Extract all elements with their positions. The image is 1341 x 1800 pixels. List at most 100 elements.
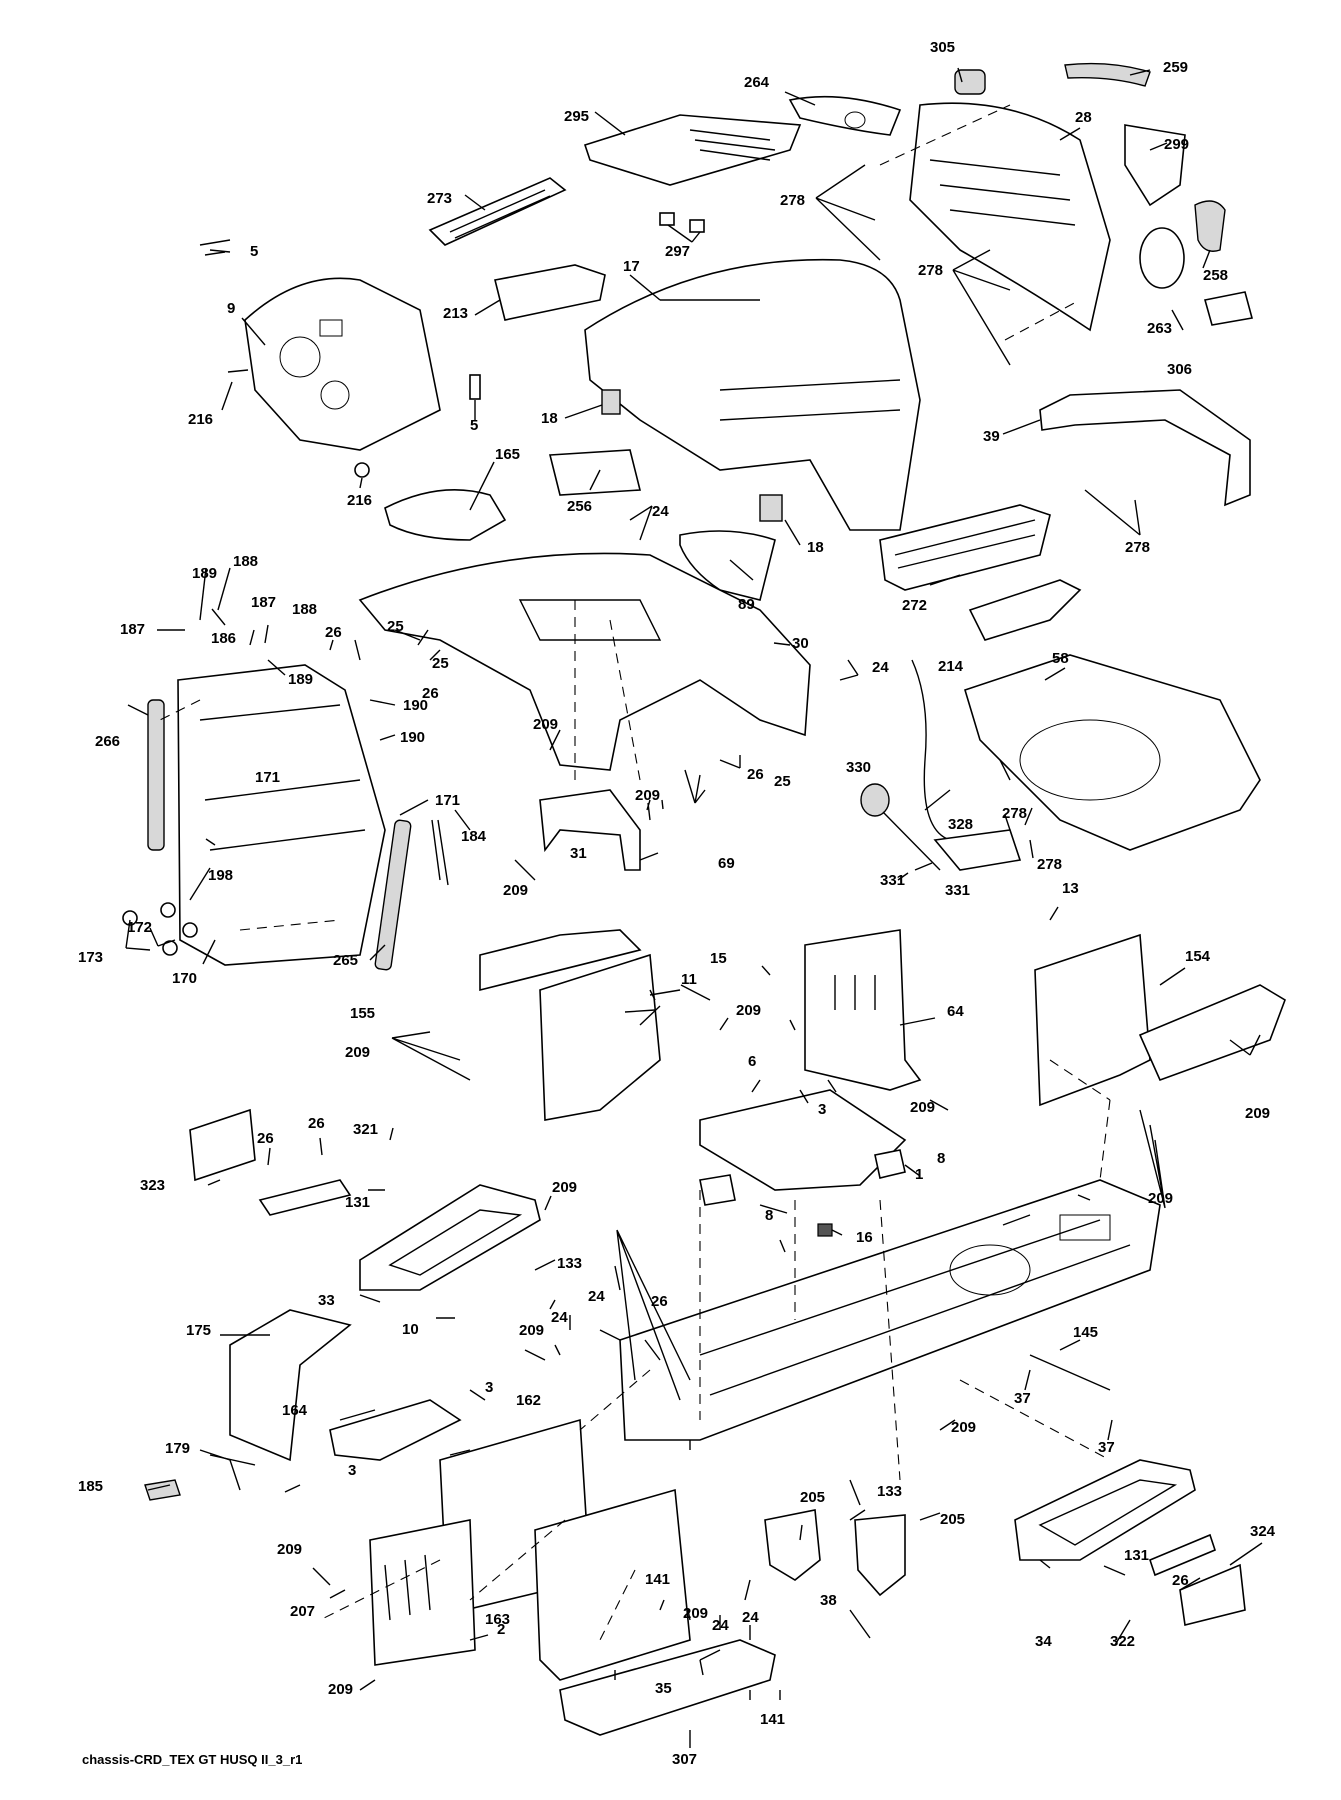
label-24c: 24 xyxy=(588,1288,605,1305)
label-24b: 24 xyxy=(872,659,889,676)
label-278a: 278 xyxy=(780,192,805,209)
label-2: 2 xyxy=(497,1621,505,1638)
label-188a: 188 xyxy=(233,553,258,570)
label-299: 299 xyxy=(1164,136,1189,153)
label-170: 170 xyxy=(172,970,197,987)
label-171a: 171 xyxy=(255,769,280,786)
label-209d: 209 xyxy=(736,1002,761,1019)
label-69: 69 xyxy=(718,855,735,872)
label-259: 259 xyxy=(1163,59,1188,76)
label-64: 64 xyxy=(947,1003,964,1020)
label-266: 266 xyxy=(95,733,120,750)
label-141a: 141 xyxy=(645,1571,670,1588)
label-155: 155 xyxy=(350,1005,375,1022)
label-188b: 188 xyxy=(292,601,317,618)
label-321: 321 xyxy=(353,1121,378,1138)
label-11: 11 xyxy=(681,971,697,988)
label-165: 165 xyxy=(495,446,520,463)
label-37b: 37 xyxy=(1098,1439,1115,1456)
label-258: 258 xyxy=(1203,267,1228,284)
label-214: 214 xyxy=(938,658,964,675)
label-26d: 26 xyxy=(308,1115,325,1132)
label-3c: 3 xyxy=(348,1462,356,1479)
label-323: 323 xyxy=(140,1177,165,1194)
label-3a: 3 xyxy=(818,1101,826,1118)
label-141b: 141 xyxy=(760,1711,785,1728)
leader-lines xyxy=(125,67,1263,1748)
label-263: 263 xyxy=(1147,320,1172,337)
label-131a: 131 xyxy=(345,1194,370,1211)
label-26b: 26 xyxy=(422,685,439,702)
label-16: 16 xyxy=(856,1229,873,1246)
label-209f: 209 xyxy=(910,1099,935,1116)
label-30: 30 xyxy=(792,635,809,652)
label-295: 295 xyxy=(564,108,589,125)
label-31: 31 xyxy=(570,845,587,862)
label-330: 330 xyxy=(846,759,871,776)
label-37a: 37 xyxy=(1014,1390,1031,1407)
label-324: 324 xyxy=(1250,1523,1276,1540)
label-190a: 190 xyxy=(403,697,428,714)
label-24d: 24 xyxy=(551,1309,568,1326)
label-10: 10 xyxy=(402,1321,419,1338)
label-25c: 25 xyxy=(774,773,791,790)
label-216a: 216 xyxy=(188,411,213,428)
label-26c: 26 xyxy=(747,766,764,783)
label-278b: 278 xyxy=(918,262,943,279)
label-28: 28 xyxy=(1075,109,1092,126)
label-172: 172 xyxy=(127,919,152,936)
label-26e: 26 xyxy=(257,1130,274,1147)
label-9: 9 xyxy=(227,300,235,317)
label-145: 145 xyxy=(1073,1324,1098,1341)
label-205b: 205 xyxy=(940,1511,965,1528)
label-175: 175 xyxy=(186,1322,211,1339)
label-322: 322 xyxy=(1110,1633,1135,1650)
label-297: 297 xyxy=(665,243,690,260)
label-26a: 26 xyxy=(325,624,342,641)
label-24e: 24 xyxy=(712,1617,729,1634)
label-264: 264 xyxy=(744,74,770,91)
label-213: 213 xyxy=(443,305,468,322)
label-89: 89 xyxy=(738,596,755,613)
label-5b: 5 xyxy=(470,417,478,434)
label-331a: 331 xyxy=(880,872,905,889)
label-184: 184 xyxy=(461,828,487,845)
label-328: 328 xyxy=(948,816,973,833)
label-189a: 189 xyxy=(192,565,217,582)
label-185: 185 xyxy=(78,1478,103,1495)
label-216b: 216 xyxy=(347,492,372,509)
label-164: 164 xyxy=(282,1402,308,1419)
label-209h: 209 xyxy=(552,1179,577,1196)
label-209j: 209 xyxy=(519,1322,544,1339)
label-25a: 25 xyxy=(387,618,404,635)
label-209i: 209 xyxy=(1148,1190,1173,1207)
label-154: 154 xyxy=(1185,948,1211,965)
label-179: 179 xyxy=(165,1440,190,1457)
label-58: 58 xyxy=(1052,650,1069,667)
label-209e: 209 xyxy=(345,1044,370,1061)
label-190b: 190 xyxy=(400,729,425,746)
label-38: 38 xyxy=(820,1592,837,1609)
label-1: 1 xyxy=(915,1166,923,1183)
part-shapes xyxy=(122,62,1286,1736)
label-8b: 8 xyxy=(765,1207,773,1224)
label-17: 17 xyxy=(623,258,640,275)
label-171b: 171 xyxy=(435,792,460,809)
label-187b: 187 xyxy=(251,594,276,611)
label-33: 33 xyxy=(318,1292,335,1309)
label-209b: 209 xyxy=(635,787,660,804)
label-256: 256 xyxy=(567,498,592,515)
label-272: 272 xyxy=(902,597,927,614)
label-3b: 3 xyxy=(485,1379,493,1396)
label-187a: 187 xyxy=(120,621,145,638)
label-307: 307 xyxy=(672,1751,697,1768)
label-198: 198 xyxy=(208,867,233,884)
label-273: 273 xyxy=(427,190,452,207)
label-265: 265 xyxy=(333,952,358,969)
label-331b: 331 xyxy=(945,882,970,899)
label-278e: 278 xyxy=(1037,856,1062,873)
label-15: 15 xyxy=(710,950,727,967)
label-209g: 209 xyxy=(1245,1105,1270,1122)
label-189b: 189 xyxy=(288,671,313,688)
